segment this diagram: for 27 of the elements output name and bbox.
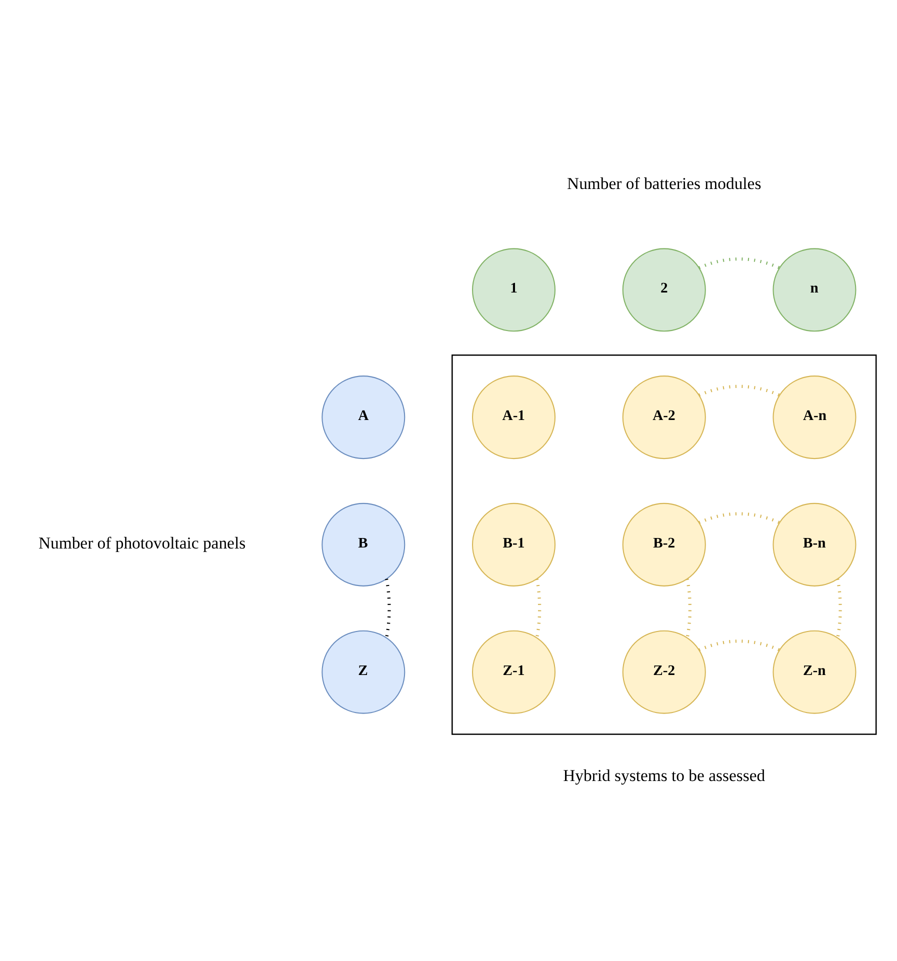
connector <box>698 639 780 651</box>
node-circle: A-n <box>772 375 856 459</box>
node-circle: B-n <box>772 502 856 586</box>
node-circle: B <box>322 502 406 586</box>
connector <box>698 384 780 396</box>
label: Number of photovoltaic panels <box>38 533 246 552</box>
connector <box>535 578 542 638</box>
connector <box>384 578 391 638</box>
label: Hybrid systems to be assessed <box>563 765 766 784</box>
node-circle: A <box>322 375 406 459</box>
node-circle: n <box>772 248 856 332</box>
connector <box>698 512 780 524</box>
node-circle: 1 <box>472 248 556 332</box>
connector <box>686 578 692 638</box>
cluster <box>452 354 877 734</box>
node-circle: Z-n <box>772 630 856 714</box>
connector <box>836 578 842 638</box>
node-circle: A-1 <box>472 375 556 459</box>
node-circle: Z <box>322 630 406 714</box>
label: Number of batteries modules <box>567 173 762 192</box>
node-circle: 2 <box>622 248 706 332</box>
node-circle: Z-1 <box>472 630 556 714</box>
node-circle: Z-2 <box>622 630 706 714</box>
node-circle: A-2 <box>622 375 706 459</box>
connector <box>698 256 780 269</box>
node-circle: B-2 <box>622 502 706 586</box>
node-circle: B-1 <box>472 502 556 586</box>
